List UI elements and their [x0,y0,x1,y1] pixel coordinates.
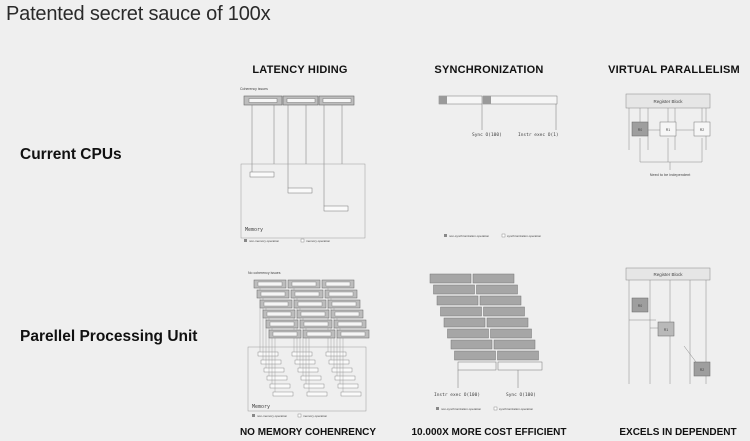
node-r0: R0 [638,128,643,132]
mem-op [269,383,291,389]
legend-non-memory: non-memory operation [249,239,280,243]
page-title: Patented secret sauce of 100x [6,3,271,25]
mem-op [303,383,325,389]
op-slot [300,311,326,317]
sync-op-block [450,339,493,350]
sync-op-block [479,295,522,306]
op-slot [263,301,289,307]
op-slot [266,311,292,317]
cpu-synchronization-diagram: Sync O(100) Instr exec O(1) non-synchron… [438,95,559,238]
mem-op [340,391,362,397]
op-slot [272,331,298,337]
sync-op-slot [497,361,543,371]
ppu-virtual-parallelism-diagram: Register Block R0 R1 R2 [625,267,711,384]
sync-op-block [493,339,536,350]
legend-sync: synchronization operation [507,234,542,238]
ppu-latency-hiding-diagram: No coherency issues Memory non-memory op… [247,271,370,418]
row-label-current-cpus: Current CPUs [20,146,122,163]
mem-op [260,359,282,365]
op-slot [331,301,357,307]
sync-label: Sync O(100) [506,392,536,398]
op-slot [260,291,286,297]
cpu-virtual-parallelism-diagram: Register Block R0 R1 R2 Need to be indep… [625,93,711,177]
mem-op [297,367,319,373]
mem-op [306,391,328,397]
mem-op [325,351,347,357]
footer-excels-dependent: EXCELS IN DEPENDENT [619,427,737,438]
mem-op [328,359,350,365]
mem-op [257,351,279,357]
mem-op [266,375,288,381]
ppu-sync-stack [429,273,543,371]
coherency-issues-label: Coherency issues [240,87,268,91]
op-slot [306,331,332,337]
instr-exec-label: Instr exec O(100) [434,392,480,398]
memory-label: Memory [245,227,263,233]
register-block-label: Register Block [653,272,683,277]
op-slot [269,321,295,327]
legend-non-sync: non-synchronization operation [441,407,482,411]
no-coherency-label: No coherency issues [248,271,281,275]
op-slot [297,301,323,307]
node-r1: R1 [664,328,669,332]
register-block-label: Register Block [653,99,683,104]
node-r0: R0 [638,304,643,308]
sync-label: Sync O(100) [472,132,502,138]
mem-op [272,391,294,397]
ppu-synchronization-diagram: Instr exec O(100) Sync O(100) non-synchr… [429,273,543,411]
op-slot [334,311,360,317]
instr-exec-label: Instr exec O(1) [518,132,559,138]
memory-label: Memory [252,404,270,410]
legend-non-sync: non-synchronization operation [449,234,490,238]
footer-no-memory-coherency: NO MEMORY COHENRENCY [239,427,377,438]
mem-op [334,375,356,381]
sync-op-block [497,350,539,361]
op-slot [337,321,363,327]
ppu-op-stack [253,279,370,397]
sync-op-block [433,284,475,295]
mem-op [300,375,322,381]
sync-op-block [490,328,532,339]
sync-op-block [486,317,529,328]
sync-op-block [436,295,479,306]
need-independent-label: Need to be independent [650,173,691,177]
sync-op-block [429,273,472,284]
node-r2: R2 [700,368,705,372]
legend-sync: synchronization operation [499,407,534,411]
mem-op [294,359,316,365]
sync-op-block [476,284,518,295]
op-slot [291,281,317,287]
sync-op-block [447,328,489,339]
op-slot [303,321,329,327]
op-slot [294,291,320,297]
row-label-ppu: Parellel Processing Unit [20,328,198,345]
sync-op-slot [457,361,497,371]
op-slot [257,281,283,287]
sync-op-block [472,273,515,284]
op-slot [328,291,354,297]
legend-non-memory: non-memory operation [257,414,288,418]
sync-op-block [483,306,525,317]
sync-op-block [454,350,496,361]
col-header-synchronization: SYNCHRONIZATION [434,64,544,76]
op-slot [340,331,366,337]
op-slot [325,281,351,287]
node-r2: R2 [700,128,705,132]
mem-op [291,351,313,357]
sync-op-block [443,317,486,328]
legend-memory: memory operation [303,414,328,418]
col-header-latency-hiding: LATENCY HIDING [252,64,348,76]
mem-op [331,367,353,373]
footer-cost-efficient: 10.000X MORE COST EFFICIENT [411,427,567,438]
mem-op [337,383,359,389]
col-header-virtual-parallelism: VIRTUAL PARALLELISM [608,64,740,76]
legend-memory: memory operation [306,239,331,243]
node-r1: R1 [666,128,671,132]
sync-op-block [440,306,482,317]
mem-op [263,367,285,373]
cpu-latency-hiding-diagram: Coherency issues Memory non-memory opera… [240,87,366,243]
